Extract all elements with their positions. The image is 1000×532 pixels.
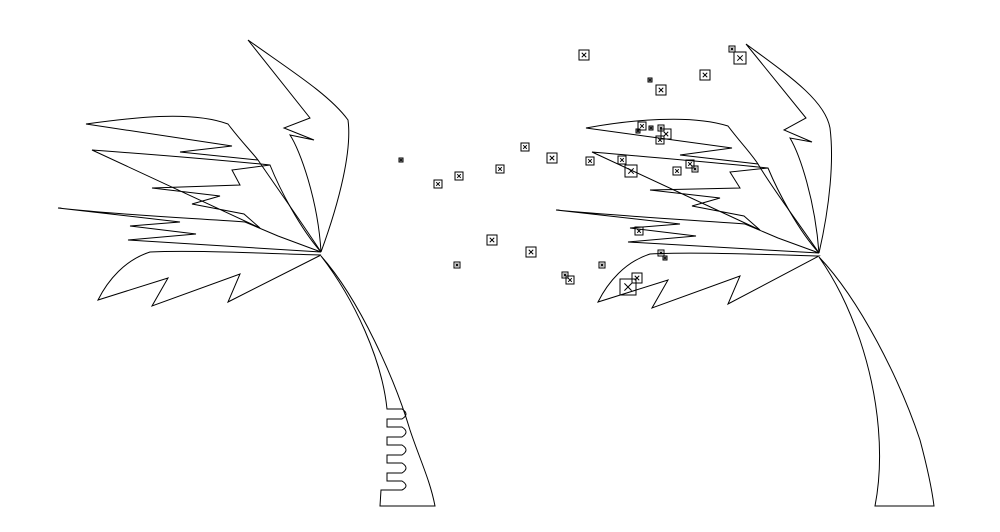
particle-marker (685, 159, 695, 169)
right-palm-tree (555, 43, 935, 507)
particle-marker (624, 164, 638, 178)
right-palm-trunk (818, 256, 935, 507)
particle-marker (634, 226, 644, 236)
particle-marker (637, 121, 647, 131)
particle-marker (619, 278, 637, 296)
particle-marker (647, 77, 653, 83)
particle-marker (578, 49, 590, 61)
particle-marker (565, 275, 575, 285)
particle-marker (561, 271, 569, 279)
particle-marker (635, 128, 641, 134)
particle-marker (648, 125, 654, 131)
particle-marker (691, 165, 699, 173)
particle-marker (520, 142, 530, 152)
particle-marker (617, 155, 627, 165)
left-palm-trunk (320, 255, 436, 507)
particle-markers (398, 45, 747, 296)
particle-marker (598, 261, 606, 269)
particle-marker (660, 128, 672, 140)
right-palm-frond-bottom (597, 252, 821, 309)
particle-marker (585, 156, 595, 166)
particle-marker (495, 164, 505, 174)
right-palm-frond-top (745, 43, 833, 254)
particle-marker (662, 255, 668, 261)
left-palm-frond-top (247, 39, 350, 253)
particle-marker (672, 166, 682, 176)
particle-marker (453, 261, 461, 269)
left-palm-frond-bottom (97, 250, 322, 307)
particle-marker (733, 51, 747, 65)
left-palm-frond-lower (57, 207, 322, 253)
right-palm-frond-upper (585, 118, 820, 254)
particle-marker (657, 249, 665, 257)
particle-marker (454, 171, 464, 181)
particle-marker (525, 246, 537, 258)
particle-marker (728, 45, 736, 53)
right-palm-frond-middle (591, 151, 820, 254)
particle-marker (699, 69, 711, 81)
left-palm-frond-middle (91, 149, 322, 253)
particle-marker (398, 157, 404, 163)
right-palm-frond-lower (555, 209, 820, 254)
particle-marker (486, 234, 498, 246)
particle-marker (655, 135, 665, 145)
particle-marker (433, 179, 443, 189)
left-palm-frond-upper (85, 115, 322, 253)
particle-marker (655, 84, 667, 96)
left-palm-tree (57, 39, 436, 507)
particle-marker (631, 272, 643, 284)
particle-marker (546, 152, 558, 164)
